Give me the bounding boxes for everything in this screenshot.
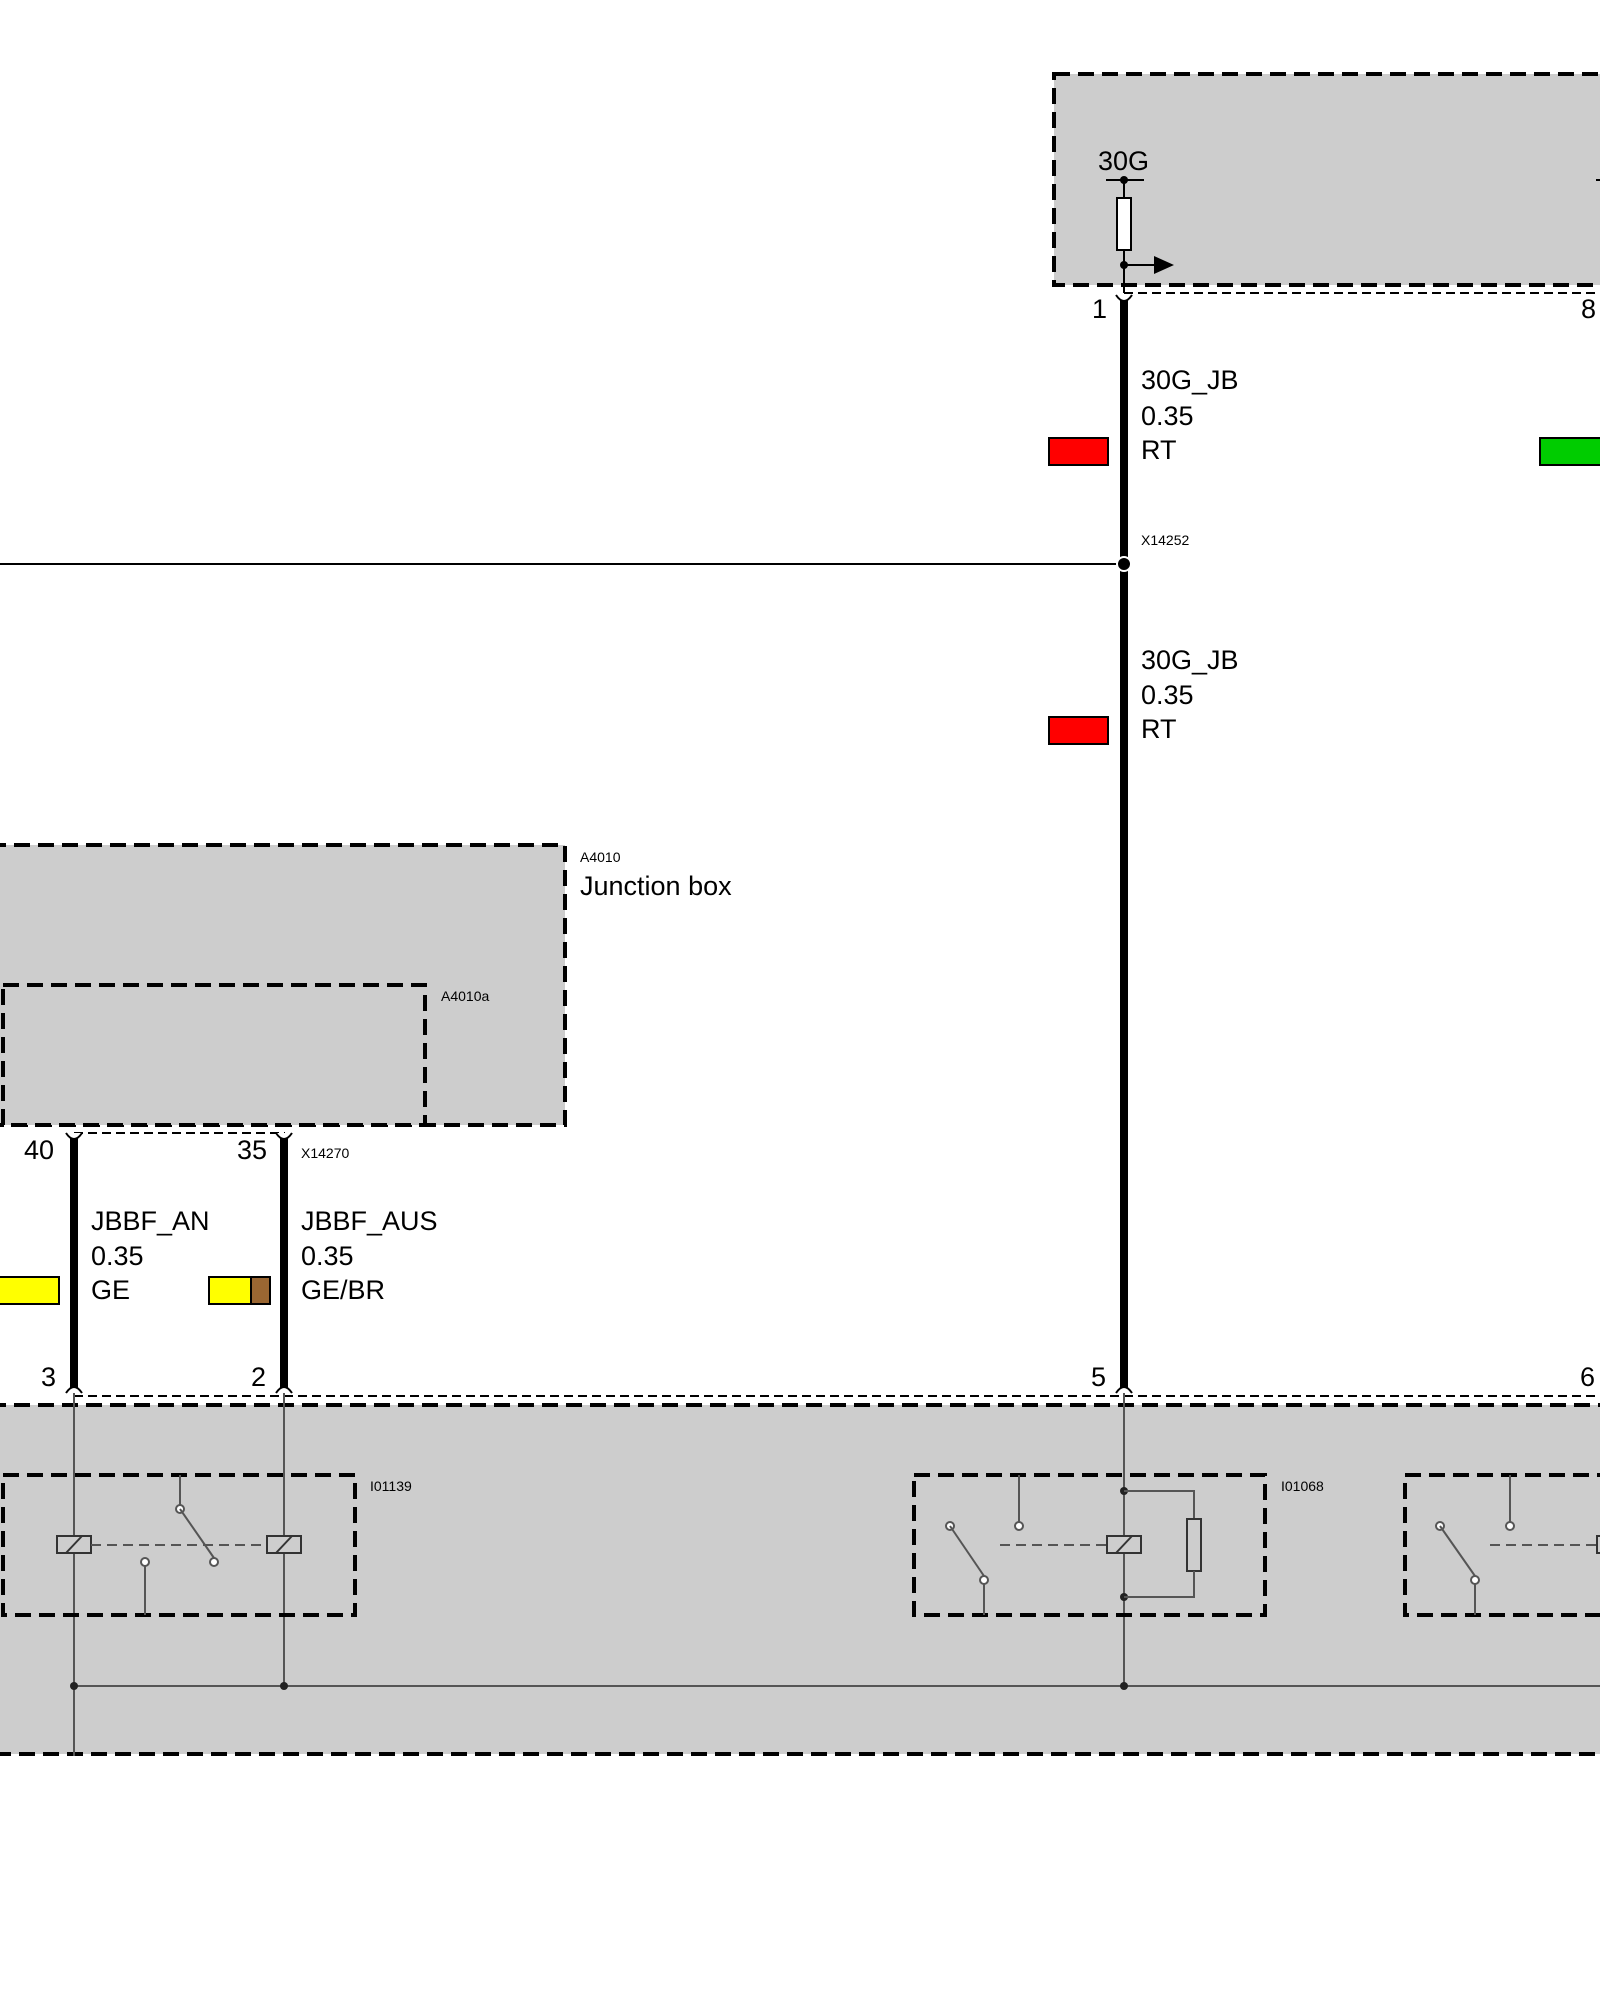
wire-8-swatch-green	[1539, 437, 1600, 466]
wire-jbbf-an-color: GE	[91, 1275, 130, 1305]
wire-jbbf-an-gauge: 0.35	[91, 1241, 144, 1271]
relay-i01139-contact-blade	[179, 1508, 215, 1559]
bottom-pin-6: 6	[1580, 1362, 1595, 1392]
relay-right-contact-blade	[1439, 1525, 1476, 1577]
splice-node	[1116, 556, 1132, 572]
pin-5-end	[1115, 1386, 1133, 1394]
top-module: 30G 1 8	[1052, 72, 1600, 324]
junction-box-connector-id: X14270	[301, 1145, 349, 1161]
pin-3-end	[65, 1386, 83, 1394]
wire-30g-upper-color: RT	[1141, 435, 1177, 465]
wire-jbbf-aus-color: GE/BR	[301, 1275, 385, 1305]
bus-node-5	[1120, 1682, 1128, 1690]
junction-box: A4010 Junction box A4010a X14270 40 35	[0, 843, 732, 1165]
junction-box-pin-35: 35	[237, 1135, 267, 1165]
bus-node-3	[70, 1682, 78, 1690]
relay-right-partial	[1403, 1473, 1600, 1617]
wire-jbbf-an-signal: JBBF_AN	[91, 1206, 210, 1236]
junction-box-id: A4010	[580, 849, 621, 865]
wire-30g: 30G_JB 0.35 RT X14252 30G_JB 0.35 RT	[0, 294, 1600, 1393]
fuse-resistor	[1116, 197, 1132, 251]
bottom-module-box	[0, 1403, 1600, 1756]
relay-right-contact-fixed	[1505, 1521, 1515, 1531]
bottom-pin-5: 5	[1091, 1362, 1106, 1392]
wire-30g-upper-swatch-red	[1048, 437, 1109, 466]
relay-i01068-contact-end	[979, 1575, 989, 1585]
wire-jbbf-aus-swatch-brown	[250, 1276, 271, 1305]
wire-jbbf-aus-signal: JBBF_AUS	[301, 1206, 438, 1236]
relay-i01139: I01139	[1, 1473, 412, 1617]
junction-box-name: Junction box	[580, 871, 732, 901]
output-arrow-head	[1154, 256, 1174, 274]
top-pin-8: 8	[1581, 294, 1596, 324]
wire-30g-upper-gauge: 0.35	[1141, 401, 1194, 431]
top-pin-1: 1	[1092, 294, 1107, 324]
relay-i01068-coil-slash	[1115, 1535, 1133, 1554]
relay-i01139-coil-left-slash	[65, 1535, 83, 1554]
supply-label: 30G	[1098, 146, 1149, 176]
relay-i01068: I01068	[912, 1473, 1324, 1617]
relay-i01068-id: I01068	[1281, 1478, 1324, 1494]
wire-jbbf-aus-top-end	[275, 1132, 293, 1140]
relay-right-box	[1403, 1473, 1600, 1617]
wire-30g-top-end	[1115, 294, 1133, 302]
relay-i01139-contact-fixed	[140, 1557, 150, 1567]
bottom-module: 3 2 5 6 I01139 I0	[0, 1362, 1600, 1756]
bus-node-2	[280, 1682, 288, 1690]
pin-2-end	[275, 1386, 293, 1394]
wire-jbbf-aus: JBBF_AUS 0.35 GE/BR	[208, 1132, 438, 1393]
relay-i01068-box	[912, 1473, 1267, 1617]
relay-i01068-parallel-resistor	[1186, 1518, 1202, 1572]
wire-30g-lower-gauge: 0.35	[1141, 680, 1194, 710]
bottom-pin-2: 2	[251, 1362, 266, 1392]
wire-jbbf-an: JBBF_AN 0.35 GE	[0, 1132, 210, 1393]
relay-i01068-contact-blade	[949, 1525, 985, 1577]
bottom-pin-3: 3	[41, 1362, 56, 1392]
relay-i01068-parallel-path	[1124, 1490, 1195, 1519]
relay-right-coil-edge	[1596, 1535, 1600, 1554]
relay-i01068-parallel-return	[1124, 1571, 1195, 1598]
relay-right-contact-end	[1470, 1575, 1480, 1585]
wire-jbbf-an-swatch-yellow	[0, 1276, 60, 1305]
wire-30g-lower-color: RT	[1141, 714, 1177, 744]
wire-30g-lower-signal: 30G_JB	[1141, 645, 1239, 675]
wire-jbbf-aus-swatch-yellow	[208, 1276, 252, 1305]
relay-i01139-id: I01139	[370, 1478, 412, 1494]
wire-30g-upper-signal: 30G_JB	[1141, 365, 1239, 395]
wire-30g-lower-swatch-red	[1048, 716, 1109, 745]
relay-i01068-contact-fixed	[1014, 1521, 1024, 1531]
relay-i01139-coil-right-slash	[275, 1535, 293, 1554]
top-module-box	[1052, 72, 1600, 287]
splice-id: X14252	[1141, 532, 1189, 548]
junction-box-pin-40: 40	[24, 1135, 54, 1165]
relay-i01139-contact-end	[209, 1557, 219, 1567]
wire-jbbf-aus-gauge: 0.35	[301, 1241, 354, 1271]
junction-box-sub-id: A4010a	[441, 988, 489, 1004]
junction-box-sub-module	[1, 983, 427, 1127]
wire-jbbf-an-top-end	[65, 1132, 83, 1140]
